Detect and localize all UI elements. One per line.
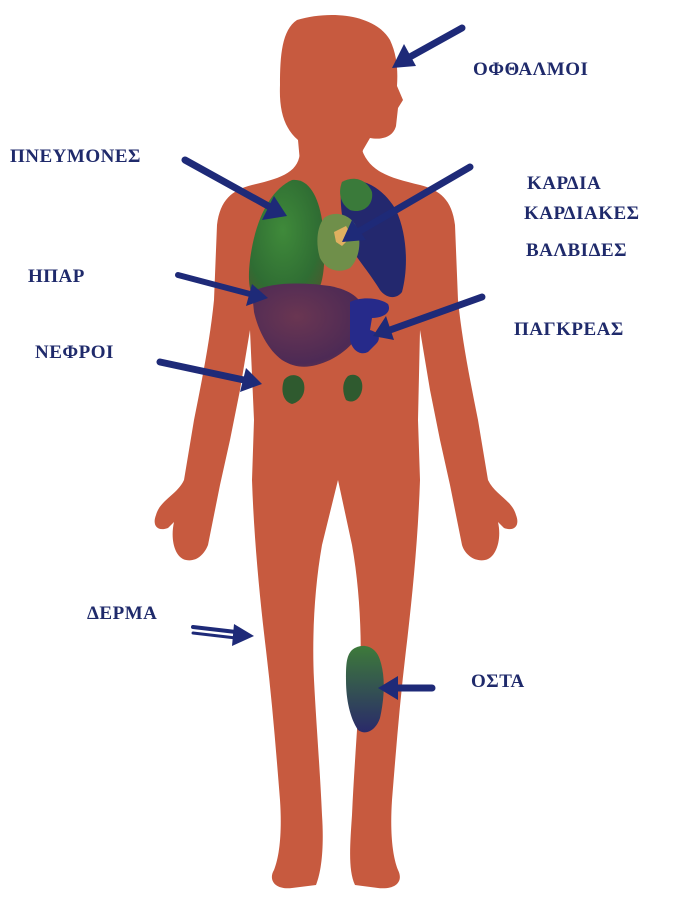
label-kidneys: ΝΕΦΡΟΙ [35, 343, 114, 362]
label-lungs: ΠΝΕΥΜΟΝΕΣ [10, 147, 141, 166]
label-valves-line1: ΚΑΡΔΙΑΚΕΣ [524, 204, 640, 223]
head [280, 15, 403, 162]
arrow-skin [193, 624, 254, 646]
label-heart: ΚΑΡΔΙΑ [527, 174, 601, 193]
body-silhouette [155, 15, 518, 888]
knee-bone [346, 646, 384, 732]
label-skin: ΔΕΡΜΑ [87, 604, 157, 623]
label-eyes: ΟΦΘΑΛΜΟΙ [473, 60, 588, 79]
label-pancreas: ΠΑΓΚΡΕΑΣ [514, 320, 624, 339]
label-valves-line2: ΒΑΛΒΙΔΕΣ [526, 241, 627, 260]
label-bones: ΟΣΤΑ [471, 672, 525, 691]
label-liver: ΗΠΑΡ [28, 267, 85, 286]
arrow-eyes [392, 28, 462, 68]
